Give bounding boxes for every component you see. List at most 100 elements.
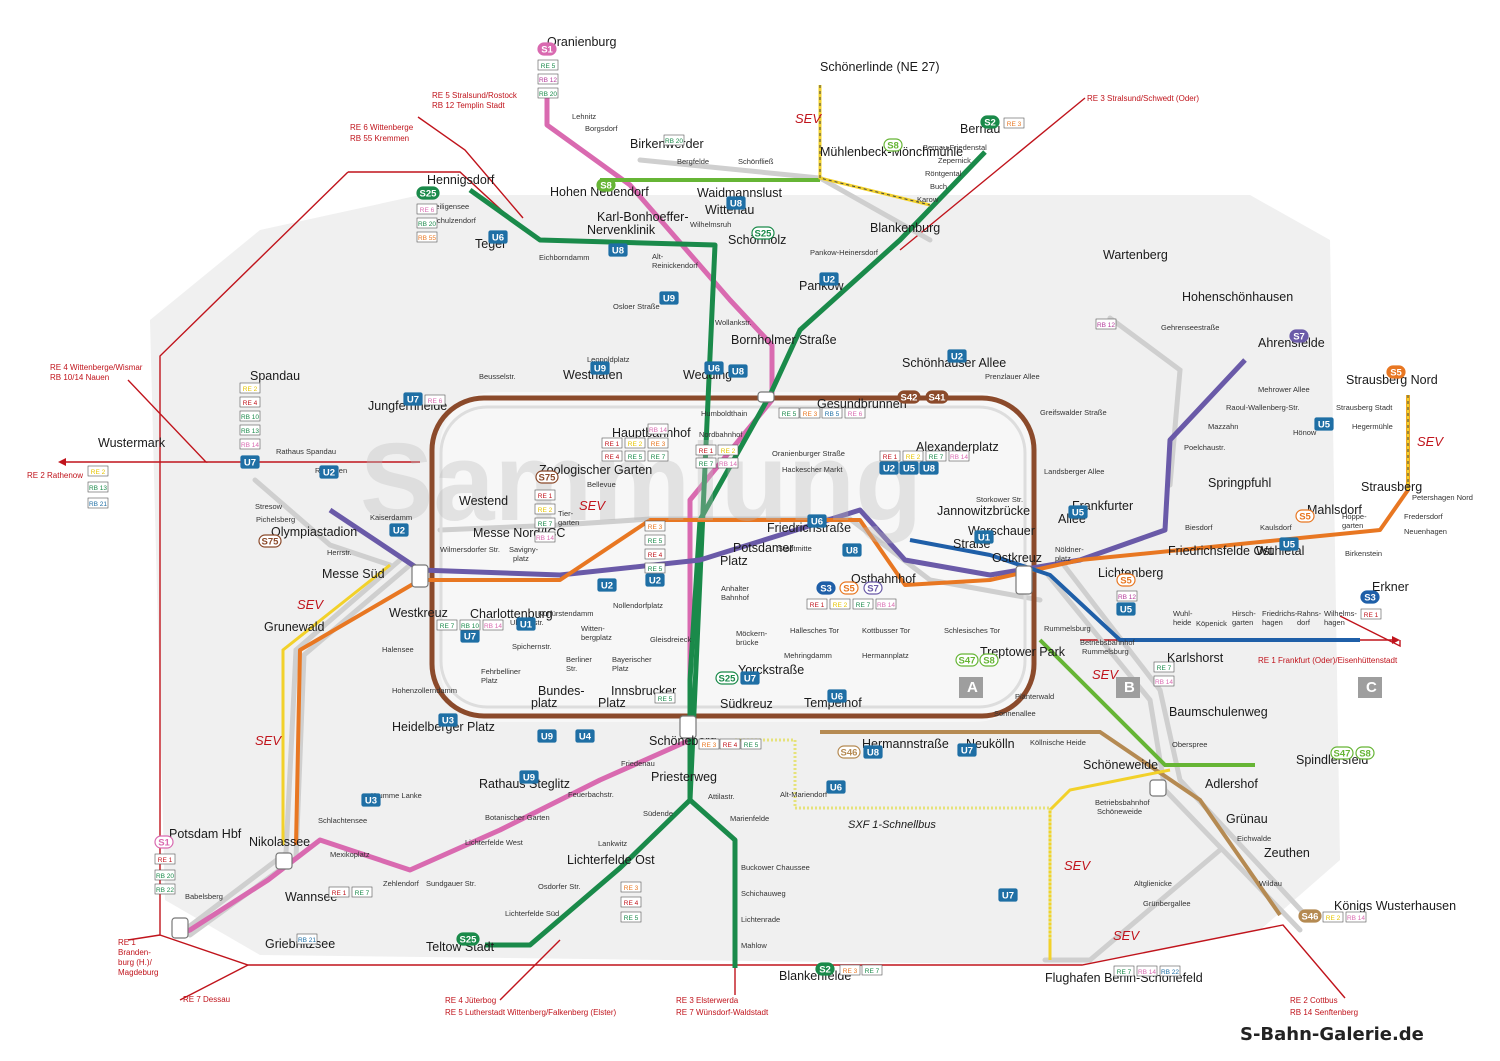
small-station-label: Grünbergallee (1143, 899, 1191, 908)
regional-badge: RE 1 (806, 598, 828, 610)
regional-badge: RE 1 (695, 444, 717, 456)
regional-badge-text: RE 6 (420, 207, 435, 214)
station-label: Grünau (1226, 812, 1268, 826)
line-badge: S8 (883, 138, 903, 152)
line-badge-text: S8 (600, 181, 612, 192)
sev-label: SEV (1417, 434, 1444, 449)
regional-destination: RE 3 Stralsund/Schwedt (Oder) (1087, 94, 1199, 103)
line-badge: S42 (897, 390, 921, 404)
station-label: Priesterweg (651, 770, 717, 784)
small-station-label: Fredersdorf (1404, 512, 1444, 521)
line-badge-text: U8 (730, 199, 742, 210)
regional-badge-text: RB 21 (298, 937, 316, 944)
regional-badge-text: RB 21 (89, 501, 107, 508)
regional-badge: RE 2 (624, 437, 646, 449)
regional-destination: Branden- (118, 948, 151, 957)
line-badge: U5 (899, 461, 919, 475)
regional-badge: RE 7 (647, 450, 669, 462)
regional-badge-text: RE 1 (883, 454, 898, 461)
regional-badge: RE 2 (87, 465, 109, 477)
regional-badge: RE 6 (844, 407, 866, 419)
line-badge: U7 (460, 629, 480, 643)
regional-badge-text: RE 3 (1007, 121, 1022, 128)
line-badge: S25 (456, 932, 480, 946)
regional-badge: RB 14 (482, 619, 504, 631)
small-station-label: Bernau-Friedenstal (923, 143, 987, 152)
line-badge-text: U6 (492, 233, 504, 244)
line-badge: S7 (1289, 329, 1309, 343)
small-station-label: Kaulsdorf (1260, 523, 1293, 532)
line-badge-text: U6 (830, 783, 842, 794)
small-station-label: Schlachtensee (318, 816, 367, 825)
regional-badge-text: RE 5 (541, 63, 556, 70)
regional-badge-text: RB 14 (719, 461, 737, 468)
regional-destination: RB 12 Templin Stadt (432, 101, 506, 110)
small-station-label: Stadtmitte (778, 544, 812, 553)
regional-destination: RE 5 Lutherstadt Wittenberg/Falkenberg (… (445, 1008, 617, 1017)
regional-badge: RE 7 (1113, 965, 1135, 977)
small-station-label: Hegermühle (1352, 422, 1393, 431)
station-label: Tempelhof (804, 696, 862, 710)
small-station-label: Hirsch- (1232, 609, 1256, 618)
arrow-west (58, 458, 66, 466)
line-badge-text: U9 (663, 294, 675, 305)
regional-badge: RB 21 (296, 933, 318, 945)
station-label: Karlshorst (1167, 651, 1224, 665)
small-station-label: Bahnhof (721, 593, 750, 602)
regional-badge: RE 7 (861, 964, 883, 976)
small-station-label: Köpenick (1196, 619, 1227, 628)
small-station-label: Hohenzollerndamm (392, 686, 457, 695)
station-label: Grunewald (264, 620, 324, 634)
line-badge-text: U7 (464, 632, 476, 643)
station-label: Schöneweide (1083, 758, 1158, 772)
regional-badge-text: RE 7 (355, 890, 370, 897)
small-station-label: bergplatz (581, 633, 612, 642)
zone-marker: B (1116, 677, 1140, 698)
station-label: Lichterfelde Ost (567, 853, 655, 867)
regional-destination: RE 1 (118, 938, 136, 947)
station-label: Schönhauser Allee (902, 356, 1006, 370)
line-badge-text: U2 (323, 468, 335, 479)
line-badge: U2 (319, 465, 339, 479)
station-label: Charlottenburg (470, 607, 553, 621)
regional-badge: RB 14 (1136, 965, 1158, 977)
regional-badge-text: RE 2 (243, 386, 258, 393)
small-station-label: dorf (1297, 618, 1311, 627)
regional-badge-text: RE 3 (648, 524, 663, 531)
line-s5 (294, 395, 1410, 846)
regional-badge: RE 3 (644, 520, 666, 532)
line-badge: U9 (590, 361, 610, 375)
line-badge-text: U8 (732, 367, 744, 378)
line-badge: S1 (537, 42, 557, 56)
line-badge-text: U3 (442, 716, 454, 727)
small-station-label: Friedenau (621, 759, 655, 768)
station-label: Westend (459, 494, 508, 508)
small-station-label: Rathaus Spandau (276, 447, 336, 456)
regional-badge-text: RE 1 (158, 857, 173, 864)
small-station-label: Altglienicke (1134, 879, 1172, 888)
regional-destination: RE 2 Rathenow (27, 471, 83, 480)
small-station-label: Möckern- (736, 629, 768, 638)
regional-badge: RE 5 (620, 911, 642, 923)
station-label: Ostbahnhof (851, 572, 916, 586)
station-label: Karl-Bonhoeffer- (597, 210, 689, 224)
line-badge-text: S7 (1293, 332, 1305, 343)
line-badge: U9 (659, 291, 679, 305)
regional-destination: Magdeburg (118, 968, 158, 977)
line-badge: U6 (826, 780, 846, 794)
line-badge: S8 (1355, 746, 1375, 760)
station-label: Ostkreuz (992, 551, 1042, 565)
line-badge-text: U5 (1120, 605, 1133, 616)
small-station-label: Eichborndamm (539, 253, 589, 262)
regional-destination: RE 6 Wittenberge (350, 123, 414, 132)
small-station-label: hagen (1324, 618, 1345, 627)
small-station-label: Südende (643, 809, 673, 818)
regional-badge-text: RE 7 (1157, 665, 1172, 672)
regional-badge: RE 3 (839, 964, 861, 976)
line-badge-text: S47 (959, 656, 976, 667)
small-station-label: Hönow (1293, 428, 1317, 437)
regional-destination: RE 2 Cottbus (1290, 996, 1338, 1005)
small-station-label: Borgsdorf (585, 124, 618, 133)
line-badge-text: S7 (867, 584, 879, 595)
